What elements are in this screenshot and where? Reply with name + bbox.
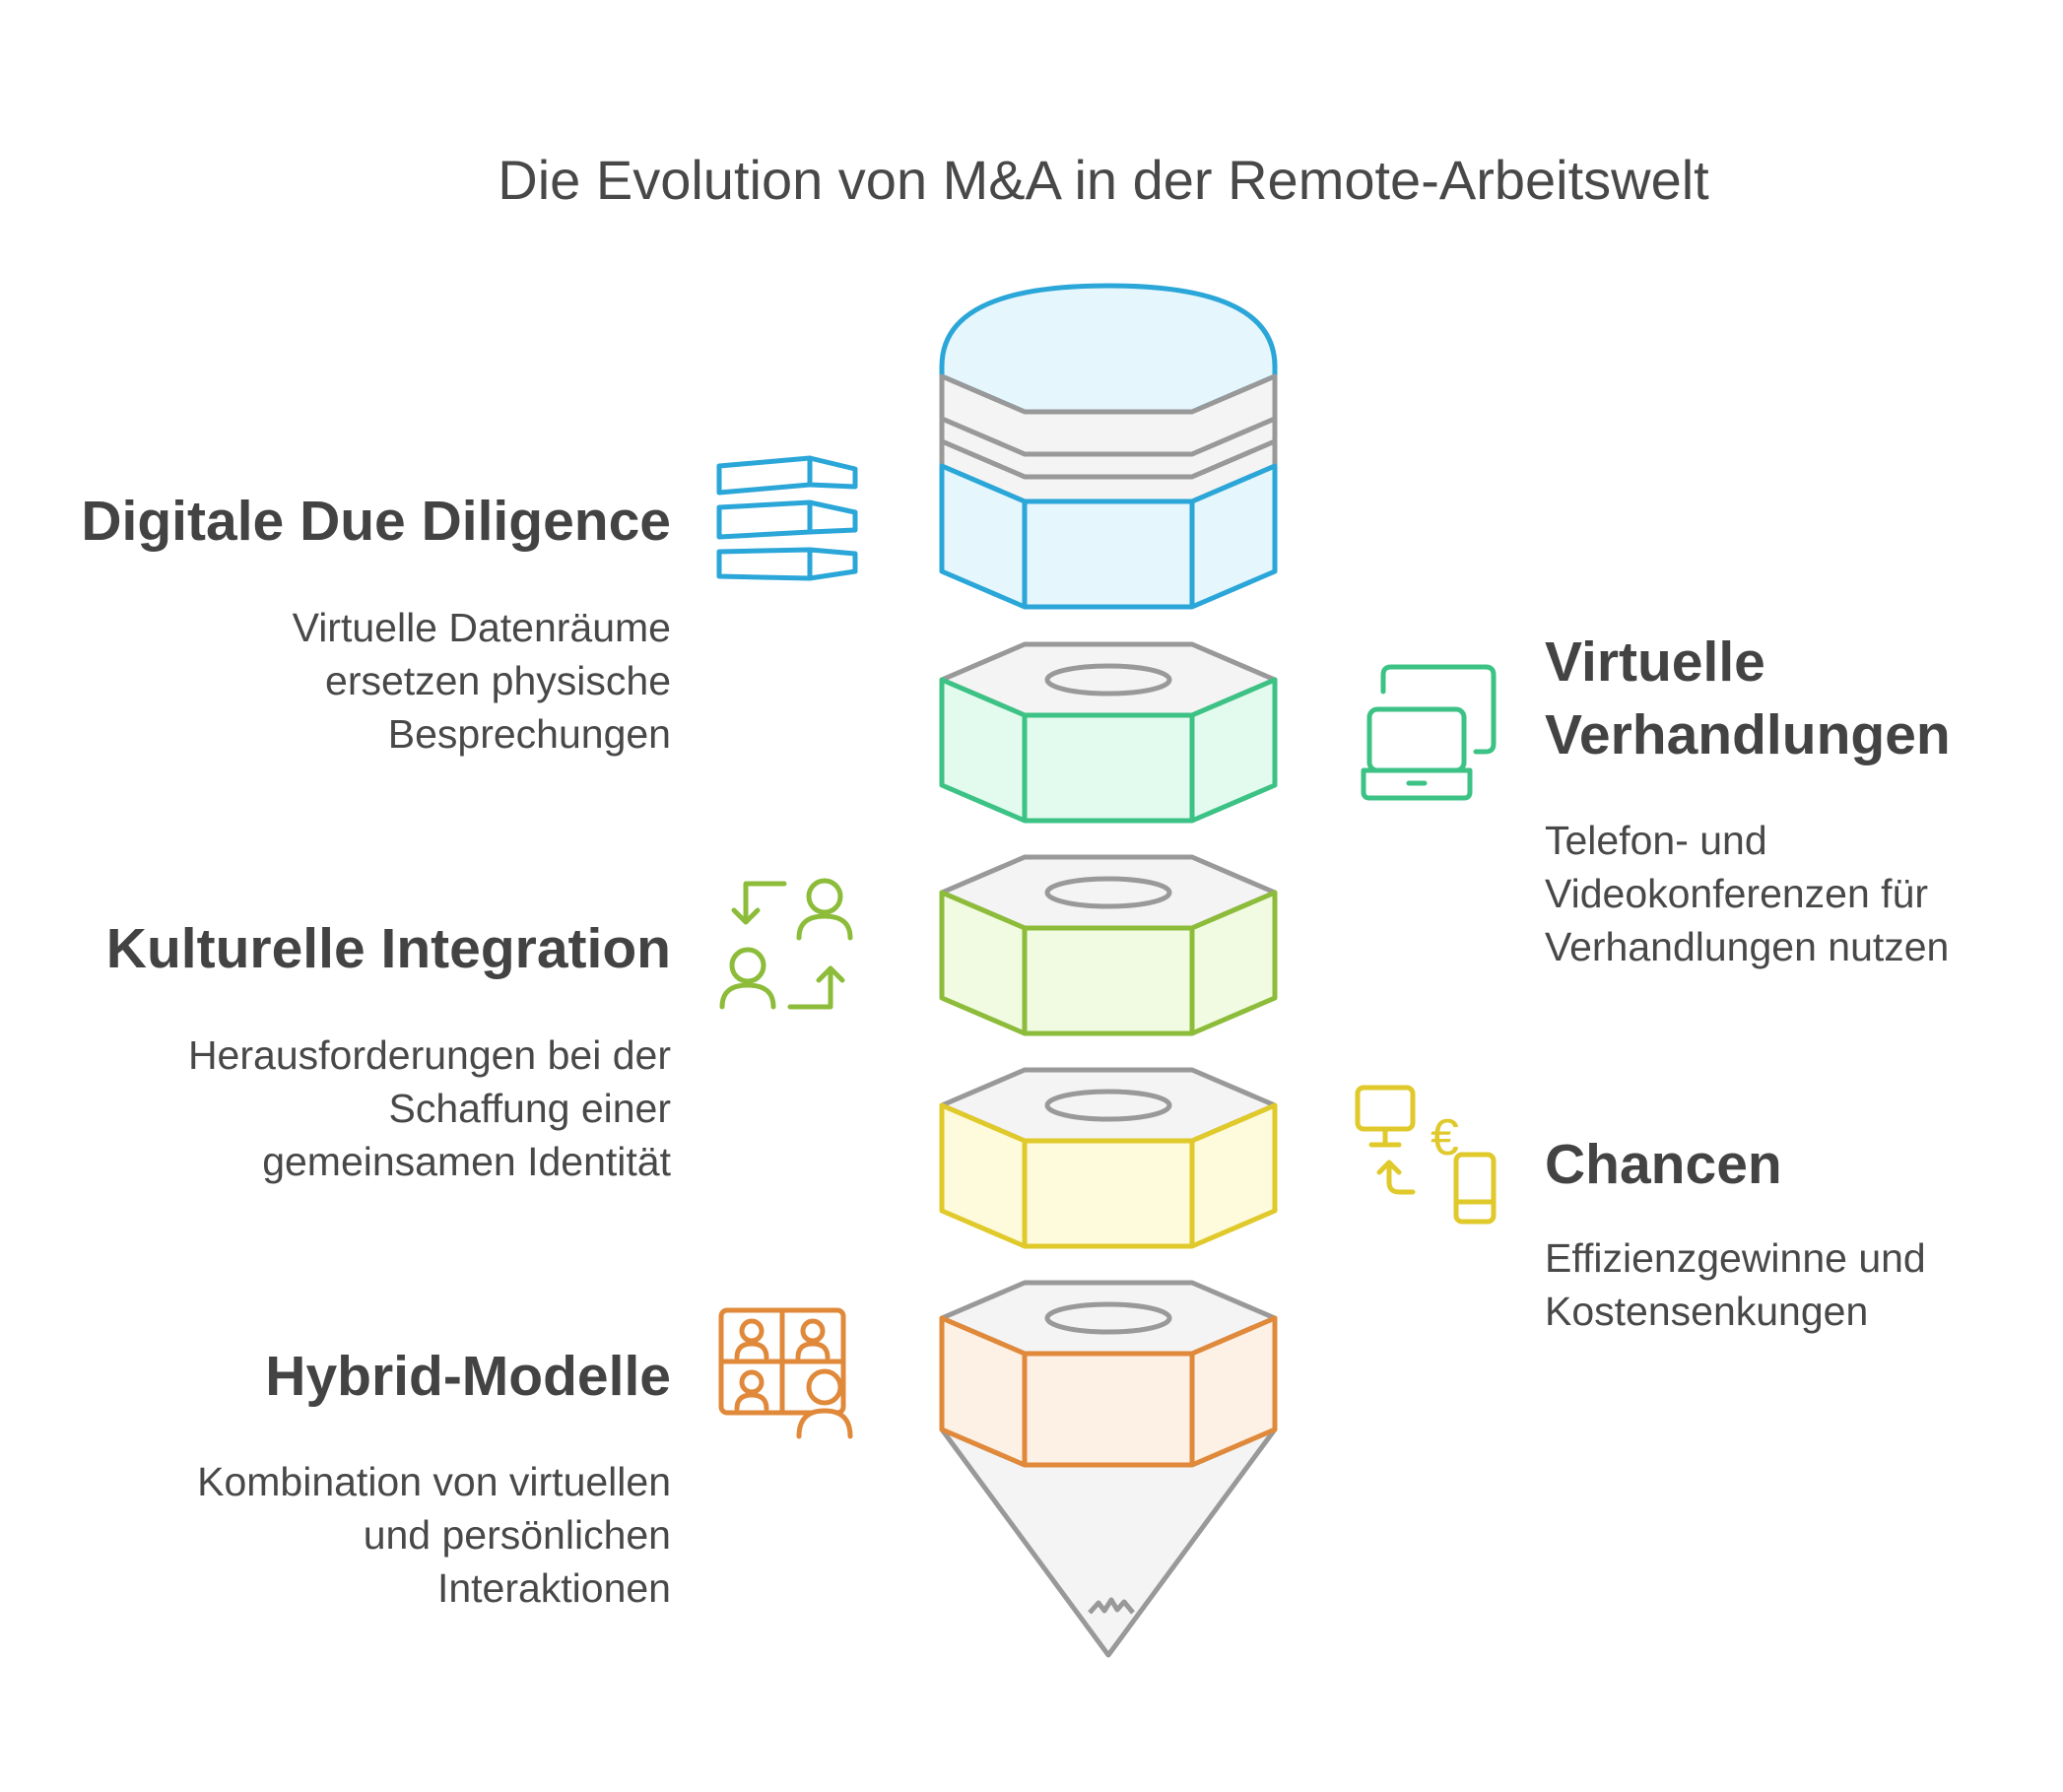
segment-virtuelle-verhandlungen [939, 641, 1278, 824]
heading-digitale-due-diligence: Digitale Due Diligence [81, 490, 671, 553]
heading-virtuelle-verhandlungen: Virtuelle Verhandlungen [1545, 631, 1951, 766]
desc-chancen: Effizienzgewinne und Kostensenkungen [1545, 1235, 1926, 1334]
desc-virtuelle-verhandlungen: Telefon- und Videokonferenzen für Verhan… [1545, 818, 1950, 969]
desc-kulturelle-integration: Herausforderungen bei der Schaffung eine… [187, 1032, 671, 1184]
euro-devices-icon [1355, 1085, 1497, 1225]
server-stack-icon [716, 455, 858, 581]
euro-symbol-icon: € [1431, 1109, 1459, 1166]
segment-digitale-due-diligence [939, 283, 1278, 610]
heading-chancen: Chancen [1545, 1133, 1782, 1196]
desc-hybrid-modelle: Kombination von virtuellen und persönlic… [197, 1459, 671, 1611]
heading-hybrid-modelle: Hybrid-Modelle [265, 1345, 671, 1408]
pencil-cap [939, 283, 1278, 415]
desc-digitale-due-diligence: Virtuelle Datenräume ersetzen physische … [292, 605, 671, 757]
people-exchange-icon [719, 878, 853, 1010]
segment-kulturelle-integration [939, 854, 1278, 1036]
video-meeting-icon [718, 1307, 853, 1439]
segment-hybrid-modelle [939, 1280, 1278, 1658]
segment-chancen [939, 1067, 1278, 1249]
laptop-screens-icon [1361, 664, 1497, 801]
heading-kulturelle-integration: Kulturelle Integration [105, 917, 671, 980]
page-title: Die Evolution von M&A in der Remote-Arbe… [498, 149, 1709, 211]
